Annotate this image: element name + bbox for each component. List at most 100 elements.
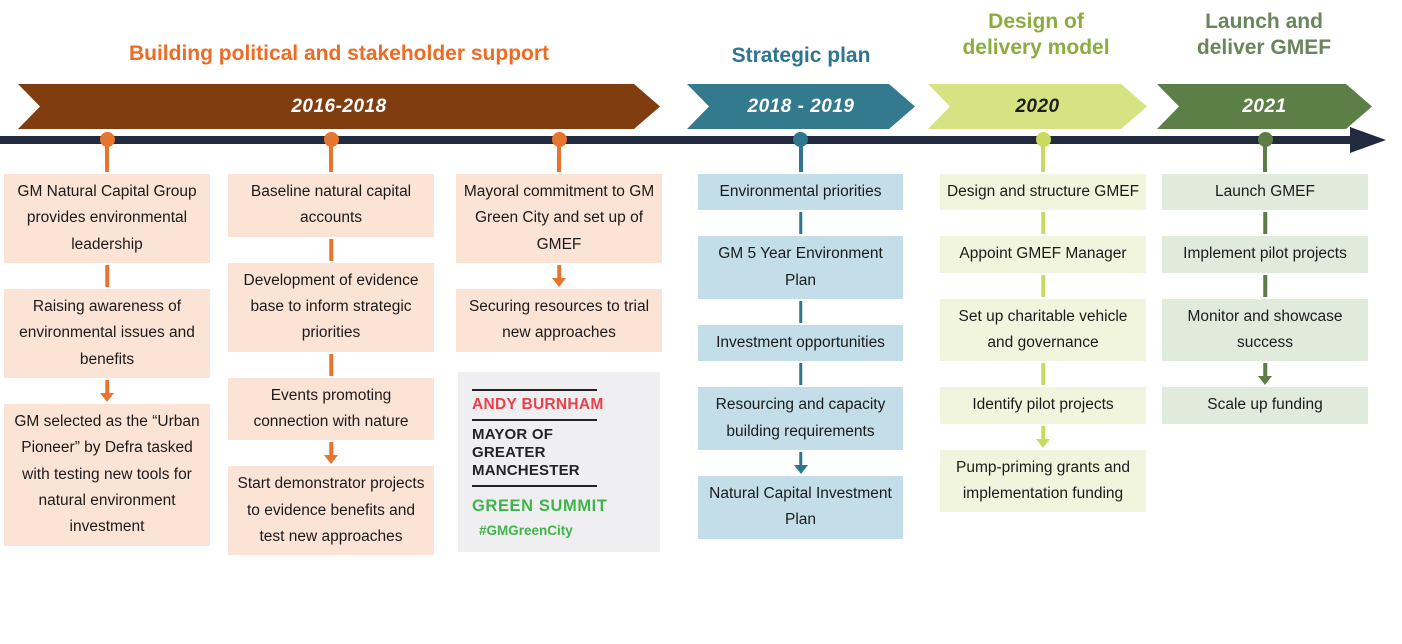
milestone-dot	[793, 132, 808, 147]
activity-box: Events promoting connection with nature	[226, 375, 436, 443]
milestone-stem	[1263, 140, 1267, 173]
phase-1-header: Building political and stakeholder suppo…	[128, 42, 550, 65]
activity-box: Baseline natural capital accounts	[226, 172, 436, 239]
phase-column: Mayoral commitment to GM Green City and …	[454, 172, 664, 552]
activity-box: Set up charitable vehicle and governance	[938, 296, 1148, 364]
phase-2-year-band: 2018 - 2019	[687, 84, 915, 129]
connector-arrow-icon	[226, 442, 436, 465]
activity-box: Scale up funding	[1160, 385, 1370, 426]
connector-arrow-icon	[454, 265, 664, 288]
activity-box: GM selected as the “Urban Pioneer” by De…	[2, 402, 212, 548]
connector-stem	[798, 212, 803, 235]
arrowhead-icon	[793, 465, 808, 475]
phase-4-header: Launch and deliver GMEF	[1196, 10, 1332, 60]
activity-box: Launch GMEF	[1160, 172, 1370, 213]
activity-box: Investment opportunities	[696, 323, 905, 364]
connector-line	[2, 265, 212, 288]
phase-column: Design and structure GMEF Appoint GMEF Ma…	[938, 172, 1148, 515]
phase-3-year-band: 2020	[928, 84, 1147, 129]
milestone-dot	[1257, 132, 1273, 147]
connector-stem	[798, 452, 803, 467]
activity-box: Mayoral commitment to GM Green City and …	[454, 172, 664, 266]
milestone-dot	[99, 132, 115, 147]
milestone-stem	[557, 140, 561, 173]
phase-3-header: Design of delivery model	[962, 10, 1110, 60]
arrowhead-icon	[324, 455, 338, 465]
connector-line	[938, 274, 1148, 297]
phase-2-header: Strategic plan	[731, 44, 871, 67]
milestone-dot	[551, 132, 567, 147]
milestone-stem	[798, 140, 803, 173]
connector-stem	[1041, 363, 1045, 386]
connector-stem	[329, 353, 333, 376]
card-mayor-name: ANDY BURNHAM	[472, 395, 604, 413]
activity-box: Start demonstrator projects to evidence …	[226, 464, 436, 558]
activity-box: GM Natural Capital Group provides enviro…	[2, 172, 212, 266]
connector-arrow-icon	[696, 452, 905, 475]
phase-1-year-band: 2016-2018	[18, 84, 660, 129]
green-summit-card: ANDY BURNHAM MAYOR OF GREATER MANCHESTER…	[458, 371, 660, 552]
activity-box: Resourcing and capacity building require…	[696, 385, 905, 453]
connector-stem	[1263, 212, 1267, 235]
card-hashtag: #GMGreenCity	[479, 522, 573, 538]
milestone-dot	[323, 132, 339, 147]
connector-stem	[1263, 363, 1267, 378]
activity-box: Appoint GMEF Manager	[938, 234, 1148, 275]
timeline-axis	[0, 136, 1356, 144]
activity-box: Natural Capital Investment Plan	[696, 474, 905, 541]
arrowhead-icon	[1036, 438, 1050, 448]
activity-box: Monitor and showcase success	[1160, 296, 1370, 364]
connector-line	[938, 363, 1148, 386]
arrowhead-icon	[1258, 376, 1272, 386]
timeline-axis-arrowhead-icon	[1350, 127, 1386, 153]
milestone-stem	[1041, 140, 1045, 173]
activity-box: Design and structure GMEF	[938, 172, 1148, 213]
activity-box: Implement pilot projects	[1160, 234, 1370, 275]
connector-stem	[1263, 274, 1267, 297]
connector-stem	[1041, 274, 1045, 297]
spacer	[454, 354, 664, 372]
activity-box: Development of evidence base to inform s…	[226, 260, 436, 354]
connector-stem	[105, 380, 109, 395]
card-event-title: GREEN SUMMIT	[472, 496, 608, 515]
connector-line	[1160, 212, 1370, 235]
card-mayor-title: MAYOR OF GREATER MANCHESTER	[472, 425, 580, 479]
phase-column: Environmental priorities GM 5 Year Enviro…	[696, 172, 905, 541]
phase-column: GM Natural Capital Group provides enviro…	[2, 172, 212, 548]
milestone-dot	[1035, 132, 1051, 147]
connector-stem	[557, 265, 561, 280]
connector-line	[1160, 274, 1370, 297]
connector-line	[696, 212, 905, 235]
connector-line	[226, 238, 436, 261]
connector-arrow-icon	[938, 425, 1148, 448]
connector-stem	[798, 301, 803, 324]
arrowhead-icon	[100, 393, 114, 403]
activity-box: Identify pilot projects	[938, 385, 1148, 426]
activity-box: Raising awareness of environmental issue…	[2, 287, 212, 381]
connector-arrow-icon	[1160, 363, 1370, 386]
connector-line	[696, 301, 905, 324]
phase-4-year-band: 2021	[1157, 84, 1372, 129]
activity-box: GM 5 Year Environment Plan	[696, 234, 905, 302]
connector-stem	[329, 442, 333, 457]
card-rule-bottom	[472, 484, 598, 487]
activity-box: Pump-priming grants and implementation f…	[938, 447, 1148, 515]
connector-line	[938, 212, 1148, 235]
activity-box: Environmental priorities	[696, 172, 905, 213]
connector-arrow-icon	[2, 380, 212, 403]
activity-box: Securing resources to trial new approach…	[454, 287, 664, 354]
card-rule-mid	[472, 418, 598, 421]
milestone-stem	[329, 140, 333, 173]
connector-stem	[1041, 425, 1045, 440]
card-rule-top	[472, 388, 598, 391]
connector-stem	[329, 238, 333, 261]
connector-stem	[1041, 212, 1045, 235]
arrowhead-icon	[552, 278, 566, 288]
connector-stem	[105, 265, 109, 288]
milestone-stem	[105, 140, 109, 173]
connector-line	[696, 363, 905, 386]
connector-stem	[798, 363, 803, 386]
